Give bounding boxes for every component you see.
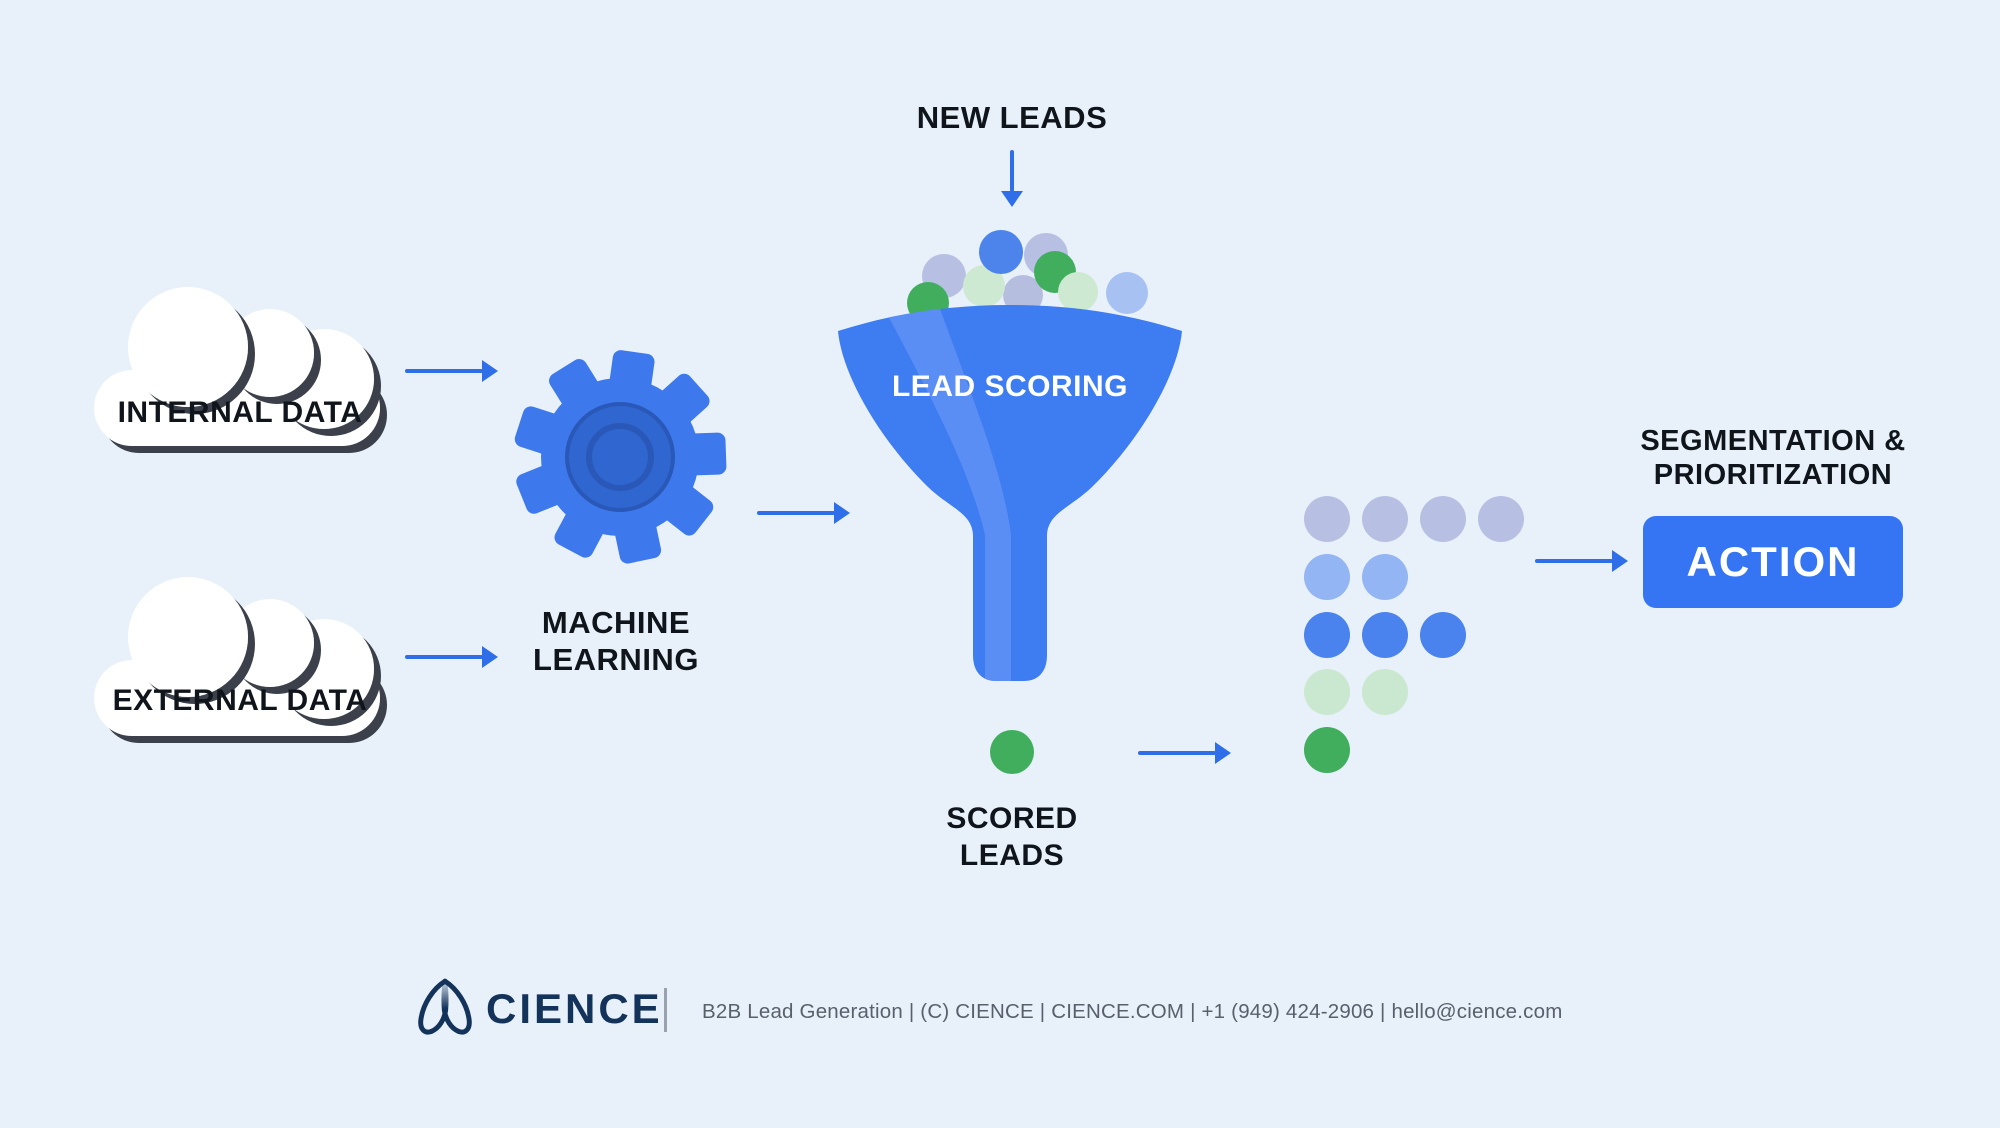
segmentation-label: SEGMENTATION & PRIORITIZATION — [1618, 424, 1928, 492]
scored-leads-line2: LEADS — [959, 839, 1065, 872]
machine-learning-line1: MACHINE — [541, 605, 691, 640]
new-lead-ball — [1003, 275, 1043, 315]
gear-icon — [514, 350, 727, 564]
footer-info-text: B2B Lead Generation | (C) CIENCE | CIENC… — [702, 1000, 1563, 1023]
funnel-highlight — [885, 305, 1011, 681]
new-lead-ball — [1106, 272, 1148, 314]
arrow-external-to-ml — [405, 646, 498, 668]
segmented-lead-dot — [1362, 496, 1408, 542]
funnel-body — [838, 305, 1182, 681]
new-lead-ball — [963, 265, 1005, 307]
segmented-leads-grid — [1304, 496, 1564, 786]
segmented-lead-dot — [1304, 496, 1350, 542]
cience-brand-text: CIENCE — [486, 985, 663, 1032]
new-lead-ball — [979, 230, 1023, 274]
arrow-scored-to-grid — [1138, 742, 1231, 764]
segmented-lead-dot — [1420, 612, 1466, 658]
segmented-lead-dot — [1362, 669, 1408, 715]
cloud-shape-external — [94, 577, 380, 736]
new-lead-ball — [1058, 272, 1098, 312]
scored-leads-label: SCORED LEADS — [887, 800, 1137, 874]
arrow-new-leads-to-funnel — [1001, 150, 1023, 207]
segmented-lead-dot — [1304, 727, 1350, 773]
segmented-lead-dot — [1304, 612, 1350, 658]
arrow-ml-to-funnel — [757, 502, 850, 524]
action-button[interactable]: ACTION — [1643, 516, 1903, 608]
new-lead-balls — [907, 230, 1148, 324]
new-leads-label: NEW LEADS — [916, 100, 1108, 135]
scored-lead-ball — [990, 730, 1034, 774]
funnel-icon — [838, 230, 1182, 681]
scored-leads-line1: SCORED — [946, 802, 1078, 835]
segmented-lead-dot — [1420, 496, 1466, 542]
cience-logo-icon — [418, 978, 472, 1035]
segmentation-line2: PRIORITIZATION — [1653, 459, 1893, 491]
external-data-label: EXTERNAL DATA — [112, 684, 368, 717]
lead-scoring-label: LEAD SCORING — [891, 370, 1128, 403]
machine-learning-line2: LEARNING — [533, 642, 699, 677]
segmentation-line1: SEGMENTATION & — [1640, 425, 1906, 457]
segmented-lead-dot — [1362, 612, 1408, 658]
segmented-lead-dot — [1304, 554, 1350, 600]
segmented-lead-dot — [1478, 496, 1524, 542]
machine-learning-label: MACHINE LEARNING — [486, 604, 746, 678]
segmented-lead-dot — [1362, 554, 1408, 600]
arrow-internal-to-ml — [405, 360, 498, 382]
arrow-grid-to-action — [1535, 550, 1628, 572]
internal-data-label: INTERNAL DATA — [117, 396, 363, 429]
footer-divider — [664, 988, 667, 1032]
segmented-lead-dot — [1304, 669, 1350, 715]
cloud-shape-internal — [94, 287, 380, 446]
